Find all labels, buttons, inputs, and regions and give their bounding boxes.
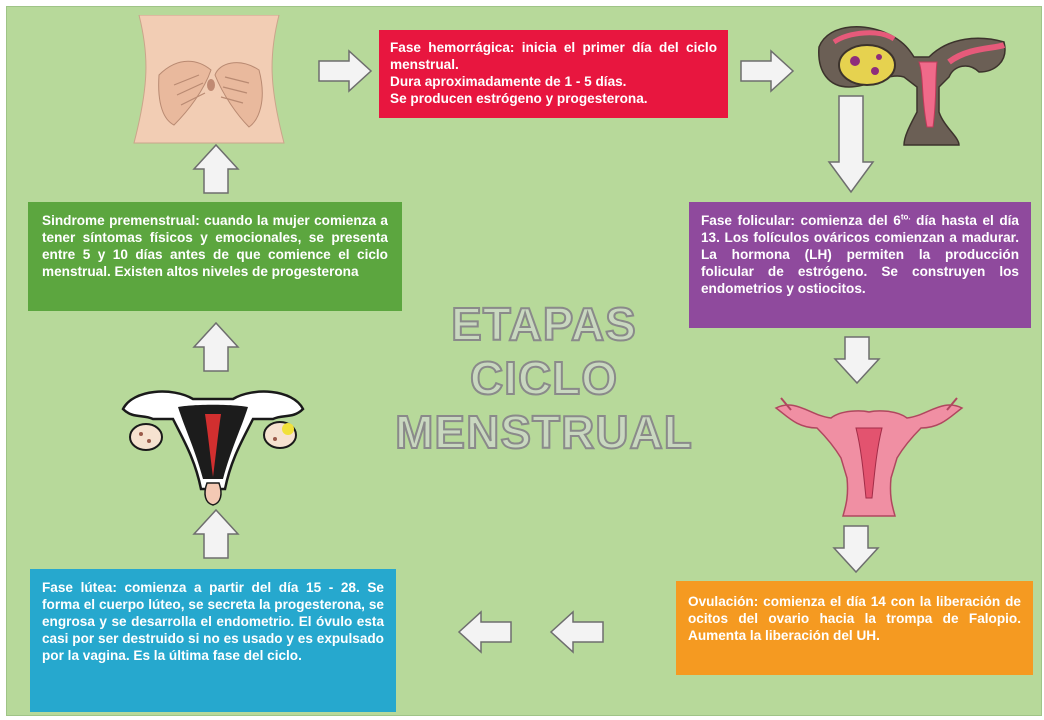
arrow-up-icon (192, 508, 240, 559)
arrow-up-icon (192, 143, 240, 194)
phase-box-lutea: Fase lútea: comienza a partir del día 15… (30, 569, 396, 712)
pink-uterus-illustration (774, 397, 964, 517)
arrow-left-icon (549, 610, 604, 654)
arrow-down-icon (833, 336, 881, 385)
ordinal-superscript: to. (900, 212, 911, 222)
arrow-right-icon (740, 49, 795, 93)
phase-box-ovulacion: Ovulación: comienza el día 14 con la lib… (676, 581, 1033, 675)
uterus-ovary-illustration (818, 26, 1006, 146)
diagram-title: ETAPAS CICLO MENSTRUAL (379, 297, 709, 459)
arrow-up-icon (192, 321, 240, 372)
title-line: ETAPAS (450, 297, 637, 351)
phase-text: Se producen estrógeno y progesterona. (390, 91, 648, 106)
phase-text: Dura aproximadamente de 1 - 5 días. (390, 74, 627, 89)
arrow-down-icon (832, 525, 880, 574)
phase-text: Fase lútea: comienza a partir del día 15… (42, 580, 384, 663)
arrow-left-icon (457, 610, 512, 654)
phase-text: día hasta el día 13. Los folículos ovári… (701, 213, 1019, 296)
phase-text: Ovulación: comienza el día 14 con la lib… (688, 594, 1021, 643)
phase-box-hemorragica: Fase hemorrágica: inicia el primer día d… (379, 30, 728, 118)
arrow-down-icon (827, 95, 875, 194)
title-line: CICLO (469, 351, 619, 405)
phase-box-premenstrual: Sindrome premenstrual: cuando la mujer c… (28, 202, 402, 311)
title-line: MENSTRUAL (394, 405, 693, 459)
diagram-canvas: ETAPAS CICLO MENSTRUAL Fase hemorrágica:… (6, 6, 1042, 716)
phase-box-folicular: Fase folicular: comienza del 6to. día ha… (689, 202, 1031, 328)
uterus-ovaries-illustration (121, 390, 305, 506)
abdomen-hands-illustration (133, 15, 285, 144)
phase-text: Sindrome premenstrual: cuando la mujer c… (42, 213, 388, 279)
arrow-right-icon (318, 49, 373, 93)
phase-text: Fase hemorrágica: inicia el primer día d… (390, 40, 717, 72)
phase-text: Fase folicular: comienza del 6 (701, 213, 901, 228)
